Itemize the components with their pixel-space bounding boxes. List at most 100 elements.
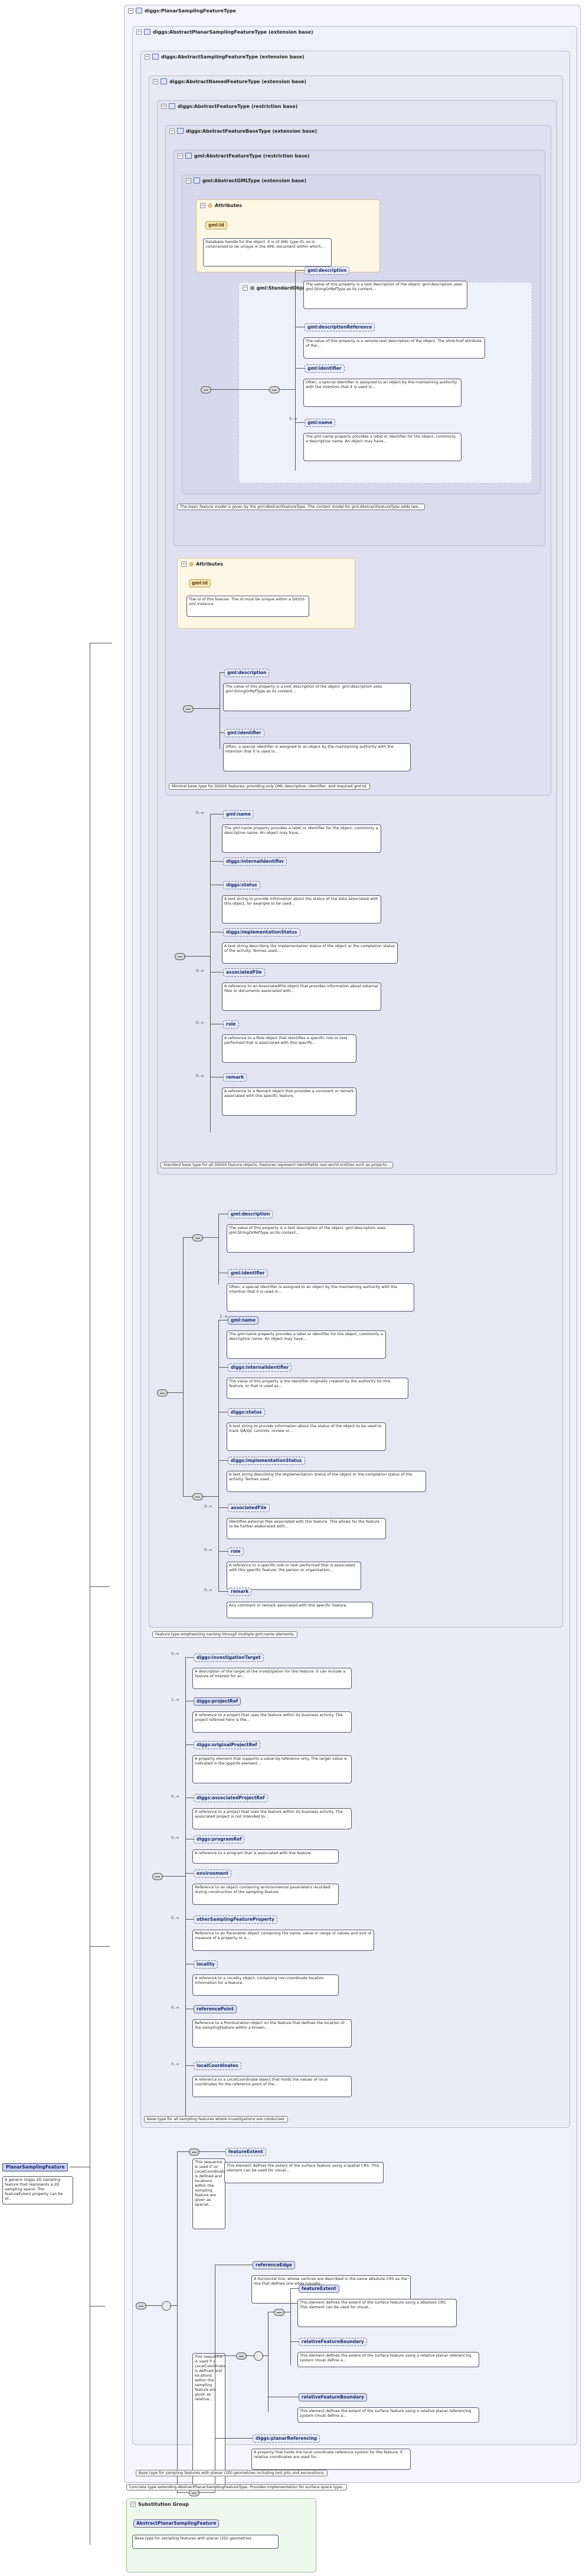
- collapse-toggle-icon[interactable]: −: [200, 202, 205, 208]
- collapse-toggle-icon[interactable]: −: [130, 2501, 136, 2507]
- sampling-base-head[interactable]: − diggs:AbstractSamplingFeatureType (ext…: [145, 53, 305, 60]
- substitution-head[interactable]: − Substitution Group: [130, 2501, 189, 2508]
- featurebase-head[interactable]: − diggs:AbstractFeatureBaseType (extensi…: [169, 127, 317, 134]
- std-prop-node[interactable]: gml:identifier: [305, 364, 345, 373]
- gml-attributes-head[interactable]: − @ Attributes: [200, 202, 242, 209]
- root-type-title: diggs:PlanarSamplingFeatureType: [145, 8, 236, 14]
- sub-feature-doc: This element defines the extent of the s…: [297, 2299, 457, 2327]
- p4-item-node[interactable]: gml:name: [223, 810, 254, 819]
- p4-item-node[interactable]: role: [223, 1020, 239, 1029]
- std-prop-doc: The value of this property is a remote t…: [303, 337, 485, 359]
- type-description: Feature type emphasizing naming through …: [152, 1631, 298, 1638]
- p3-item-node[interactable]: role: [228, 1547, 244, 1556]
- p4-item-node[interactable]: associatedFile: [223, 968, 265, 977]
- p2-item-node[interactable]: otherSamplingFeatureProperty: [194, 1915, 278, 1924]
- feature-extent-node[interactable]: featureExtent: [225, 2148, 266, 2156]
- sequence-icon: [157, 1389, 168, 1397]
- feature-base-head[interactable]: − diggs:AbstractFeatureType (restriction…: [161, 103, 297, 110]
- diggs-attributes-head[interactable]: − @ Attributes: [181, 560, 223, 567]
- p3-item-node[interactable]: remark: [228, 1588, 252, 1596]
- p5-item-node[interactable]: gml:description: [224, 669, 270, 677]
- collapse-toggle-icon[interactable]: −: [178, 153, 183, 159]
- p2-item-doc: Reference to an Parameter object contain…: [192, 1930, 374, 1951]
- complex-type-icon: [144, 29, 150, 35]
- p2-item-doc: A property element that supports a value…: [192, 1755, 352, 1783]
- p3-item-node[interactable]: diggs:internalIdentifier: [228, 1363, 292, 1372]
- p4-item-node[interactable]: remark: [223, 1073, 247, 1082]
- complex-type-icon: [152, 54, 159, 60]
- reference-edge-node[interactable]: referenceEdge: [253, 2261, 295, 2269]
- p2-item-node[interactable]: diggs:associatedProjectRef: [194, 1794, 268, 1802]
- std-prop-node[interactable]: gml:description: [305, 267, 350, 275]
- diggs-id-attribute[interactable]: gml:id: [189, 579, 211, 587]
- p2-item-node[interactable]: diggs:programRef: [194, 1835, 245, 1844]
- p3-item-doc: The gml:name property provides a label o…: [227, 1330, 386, 1359]
- collapse-toggle-icon[interactable]: −: [186, 178, 191, 183]
- cardinality-label: 0..∞: [289, 416, 297, 421]
- sequence-icon: [136, 2302, 146, 2309]
- p4-item-doc: A text string to provide information abo…: [222, 895, 381, 924]
- std-props-head[interactable]: − ⊞ gml:StandardObjectProperties: [243, 284, 338, 291]
- p4-item-doc: A text string describing the implementat…: [222, 942, 398, 964]
- p3-item-node[interactable]: diggs:implementationStatus: [228, 1457, 305, 1465]
- p2-item-node[interactable]: diggs:originalProjectRef: [194, 1741, 260, 1749]
- collapse-toggle-icon[interactable]: −: [136, 29, 142, 35]
- root-type-head[interactable]: − diggs:PlanarSamplingFeatureType: [128, 7, 236, 14]
- p3-item-node[interactable]: diggs:status: [228, 1408, 265, 1417]
- p3-item-node[interactable]: gml:identifier: [228, 1269, 268, 1277]
- collapse-toggle-icon[interactable]: −: [145, 54, 150, 60]
- p2-item-node[interactable]: locality: [194, 1960, 218, 1969]
- sequence-icon: [175, 953, 185, 960]
- p2-item-node[interactable]: referencePoint: [194, 2005, 237, 2013]
- collapse-toggle-icon[interactable]: −: [128, 8, 133, 14]
- p2-item-doc: A description of the target of the inves…: [192, 1668, 352, 1689]
- element-doc: A generic Diggs 2D sampling feature that…: [2, 2176, 73, 2204]
- sub-feature-node[interactable]: relativeFeatureBoundary: [299, 2338, 367, 2346]
- diggs-id-doc: The id of this feature. The id must be u…: [186, 596, 309, 617]
- p2-item-node[interactable]: diggs:investigationTarget: [194, 1654, 264, 1662]
- sequence-note: This sequence is used if no LocalCoordin…: [192, 2158, 225, 2229]
- gml-feature-head[interactable]: − gml:AbstractFeatureType (restriction b…: [178, 152, 310, 159]
- element-node[interactable]: PlanarSamplingFeature: [2, 2163, 68, 2171]
- p3-item-node[interactable]: associatedFile: [228, 1504, 270, 1512]
- std-prop-node[interactable]: gml:name: [305, 419, 336, 427]
- p3-item-node[interactable]: gml:description: [228, 1210, 273, 1218]
- collapse-toggle-icon[interactable]: −: [169, 128, 175, 134]
- sub-feature-node[interactable]: relativeFeatureBoundary: [299, 2393, 367, 2401]
- p3-item-doc: Any comment or remark associated with th…: [227, 1602, 373, 1618]
- planar-base-title: diggs:AbstractPlanarSamplingFeatureType …: [153, 29, 313, 35]
- sub-feature-node[interactable]: featureExtent: [299, 2285, 339, 2293]
- p2-item-node[interactable]: localCoordinates: [194, 2062, 241, 2070]
- type-description: Base type for sampling features with pla…: [136, 2470, 328, 2476]
- p3-item-node[interactable]: gml:name: [228, 1316, 259, 1325]
- p4-item-node[interactable]: diggs:implementationStatus: [223, 928, 300, 937]
- p2-item-doc: A reference to a Locality object, contai…: [192, 1974, 339, 1996]
- gml-id-attribute[interactable]: gml:id: [205, 221, 227, 229]
- attributes-label: Attributes: [215, 202, 242, 208]
- collapse-toggle-icon[interactable]: −: [243, 285, 248, 291]
- sequence-icon: [269, 386, 280, 393]
- p3-item-doc: The value of this property is a text des…: [227, 1224, 414, 1253]
- p4-item-node[interactable]: diggs:status: [223, 881, 260, 889]
- planar-base-head[interactable]: − diggs:AbstractPlanarSamplingFeatureTyp…: [136, 28, 313, 35]
- p2-item-node[interactable]: environment: [194, 1869, 231, 1878]
- p5-item-node[interactable]: gml:identifier: [224, 729, 264, 737]
- p4-item-doc: A reference to an AssociatedFile object …: [222, 983, 381, 1011]
- gml-gmltype-head[interactable]: − gml:AbstractGMLType (extension base): [186, 177, 306, 184]
- p3-item-doc: Identifies external files associated wit…: [227, 1518, 386, 1539]
- cardinality-label: 0..∞: [204, 1547, 212, 1552]
- collapse-toggle-icon[interactable]: −: [153, 78, 158, 84]
- collapse-toggle-icon[interactable]: −: [181, 561, 186, 567]
- cardinality-label: 0..∞: [171, 1915, 179, 1920]
- substitution-node[interactable]: AbstractPlanarSamplingFeature: [133, 2519, 220, 2528]
- std-prop-node[interactable]: gml:descriptionReference: [305, 323, 375, 331]
- cardinality-label: 0..∞: [196, 1020, 204, 1025]
- p4-item-node[interactable]: diggs:internalIdentifier: [223, 857, 287, 866]
- attributes-icon: @: [189, 561, 194, 567]
- named-base-head[interactable]: − diggs:AbstractNamedFeatureType (extens…: [153, 78, 306, 85]
- choice-icon: [254, 2351, 263, 2361]
- planar-ref-node[interactable]: diggs:planarReferencing: [253, 2434, 320, 2443]
- sequence-icon: [236, 2352, 247, 2360]
- p2-item-node[interactable]: diggs:projectRef: [194, 1697, 241, 1706]
- collapse-toggle-icon[interactable]: −: [161, 103, 166, 109]
